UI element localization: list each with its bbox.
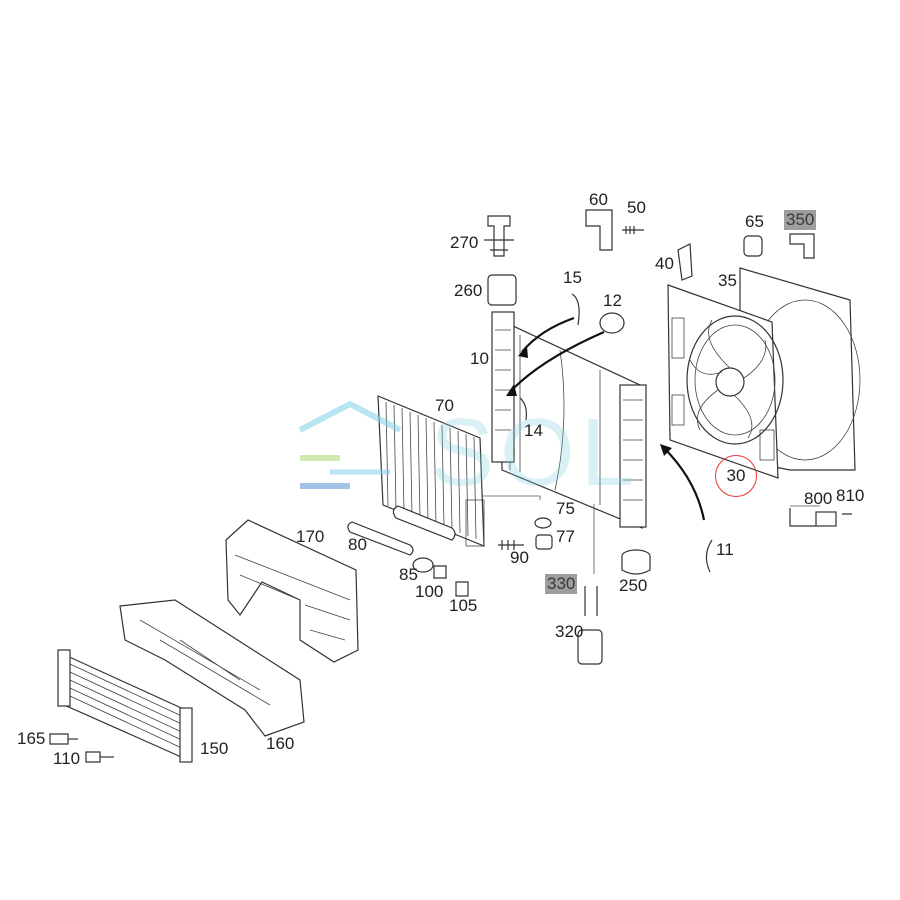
part-label-320: 320 bbox=[555, 622, 584, 641]
part-label-30-circled: 30 bbox=[715, 455, 757, 497]
part-label-160: 160 bbox=[266, 734, 295, 753]
small-parts bbox=[49, 209, 852, 763]
drier-part bbox=[347, 505, 456, 556]
routing-arrows bbox=[506, 316, 706, 521]
part-label-165: 165 bbox=[17, 729, 46, 748]
part-label-85: 85 bbox=[399, 565, 418, 584]
part-label-10: 10 bbox=[470, 349, 489, 368]
radiator-part bbox=[491, 311, 647, 529]
part-label-65: 65 bbox=[745, 212, 764, 231]
air-duct-part bbox=[119, 599, 305, 737]
sol-logo-icon bbox=[298, 400, 402, 489]
arrow-head-1 bbox=[518, 346, 528, 358]
part-label-260: 260 bbox=[454, 281, 483, 300]
part-label-810: 810 bbox=[836, 486, 865, 505]
part-label-70: 70 bbox=[435, 396, 454, 415]
part-label-170: 170 bbox=[296, 527, 325, 546]
part-label-250: 250 bbox=[619, 576, 648, 595]
part-label-330: 330 bbox=[545, 574, 578, 594]
part-label-14: 14 bbox=[524, 421, 543, 440]
part-label-110: 110 bbox=[53, 749, 81, 768]
part-label-40: 40 bbox=[655, 254, 674, 273]
arrow-head-2 bbox=[506, 384, 517, 396]
part-label-60: 60 bbox=[589, 190, 608, 209]
leader-lines bbox=[482, 495, 820, 574]
part-label-15: 15 bbox=[563, 268, 582, 287]
part-label-80: 80 bbox=[348, 535, 367, 554]
part-label-12: 12 bbox=[603, 291, 622, 310]
part-label-100: 100 bbox=[415, 582, 444, 601]
part-label-90: 90 bbox=[510, 548, 529, 567]
watermark-text: SOL bbox=[430, 399, 641, 506]
arrow-head-3 bbox=[660, 444, 672, 456]
part-label-800: 800 bbox=[804, 489, 833, 508]
part-label-105: 105 bbox=[449, 596, 478, 615]
part-label-35: 35 bbox=[718, 271, 737, 290]
intercooler-part bbox=[57, 649, 193, 763]
fan-shroud-part bbox=[667, 267, 861, 479]
part-label-350: 350 bbox=[784, 210, 817, 230]
part-label-150: 150 bbox=[200, 739, 229, 758]
part-label-77: 77 bbox=[556, 527, 575, 546]
part-label-75: 75 bbox=[556, 499, 575, 518]
front-carrier-part bbox=[225, 519, 359, 663]
part-label-50: 50 bbox=[627, 198, 646, 217]
part-label-11: 11 bbox=[716, 540, 734, 559]
part-label-270: 270 bbox=[450, 233, 479, 252]
